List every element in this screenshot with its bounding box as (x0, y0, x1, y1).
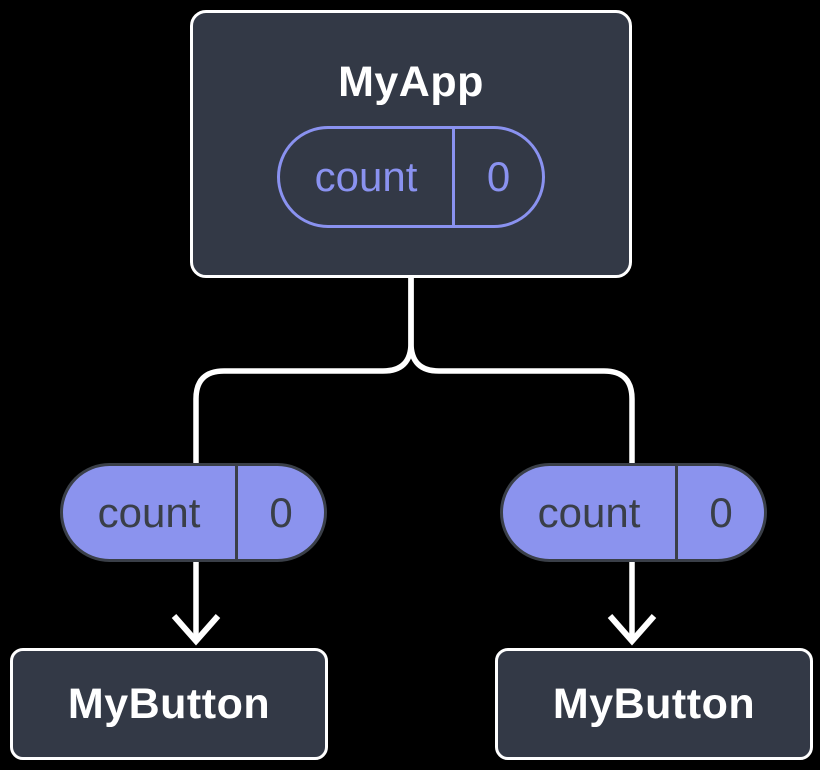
node-mybutton-left: MyButton (10, 648, 328, 760)
state-name: count (97, 488, 201, 536)
node-myapp: MyApp count 0 (190, 10, 632, 278)
node-title: MyApp (338, 57, 484, 106)
state-value: 0 (269, 488, 293, 536)
branch-line-left (193, 276, 414, 639)
state-value: 0 (709, 488, 733, 536)
state-value: 0 (486, 152, 511, 200)
node-mybutton-right: MyButton (495, 648, 813, 760)
state-name: count (537, 488, 641, 536)
pill-divider (675, 466, 678, 559)
node-title: MyButton (67, 679, 271, 728)
pill-divider (235, 466, 238, 559)
state-name: count (314, 152, 418, 200)
branch-line-right (408, 276, 635, 639)
arrow-down-icon (607, 614, 657, 646)
pill-divider (452, 128, 455, 225)
state-pill-right-prop: count 0 (500, 463, 767, 562)
arrow-down-icon (171, 614, 221, 646)
state-pill-left-prop: count 0 (60, 463, 327, 562)
state-pill-root: count 0 (277, 125, 545, 228)
node-title: MyButton (552, 679, 756, 728)
